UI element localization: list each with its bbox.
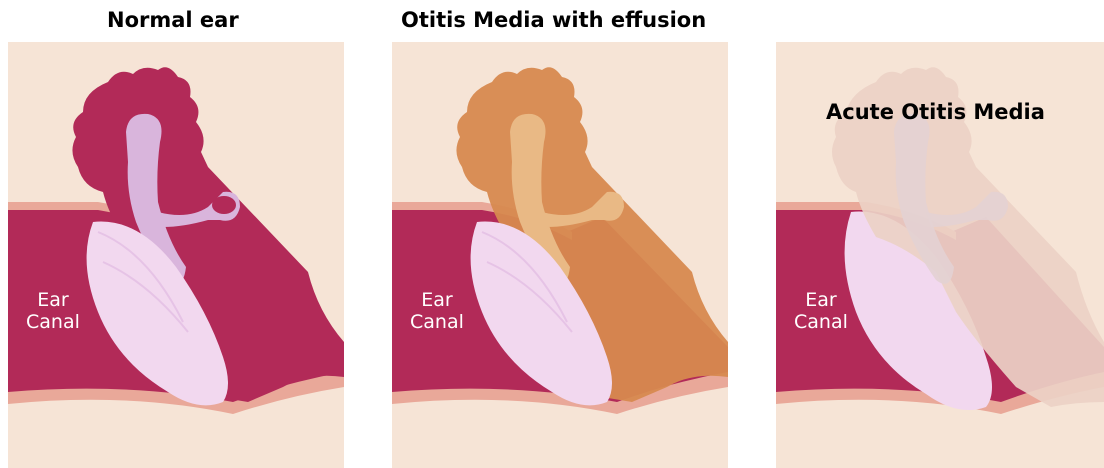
ear-canal-label-line1: Ear — [410, 289, 464, 311]
ear-canal-label: Ear Canal — [26, 289, 80, 333]
ear-canal-label-line2: Canal — [26, 311, 80, 333]
ear-canal-label-line1: Ear — [794, 289, 848, 311]
panel-normal-ear: Ear Canal — [8, 42, 344, 468]
ear-canal-label-line2: Canal — [794, 311, 848, 333]
panel-otitis-media-effusion: Ear Canal — [392, 42, 728, 468]
normal-ear-illustration — [8, 42, 344, 468]
title-normal-ear: Normal ear — [107, 8, 239, 32]
title-otitis-media-effusion: Otitis Media with effusion — [401, 8, 706, 32]
ear-canal-label-line1: Ear — [26, 289, 80, 311]
title-acute-otitis-media: Acute Otitis Media — [826, 100, 1045, 124]
ear-canal-label-line2: Canal — [410, 311, 464, 333]
ear-canal-label: Ear Canal — [794, 289, 848, 333]
panel-acute-otitis-media: Acute Otitis Media Ear Canal — [776, 42, 1104, 468]
ear-canal-label: Ear Canal — [410, 289, 464, 333]
effusion-ear-illustration — [392, 42, 728, 468]
